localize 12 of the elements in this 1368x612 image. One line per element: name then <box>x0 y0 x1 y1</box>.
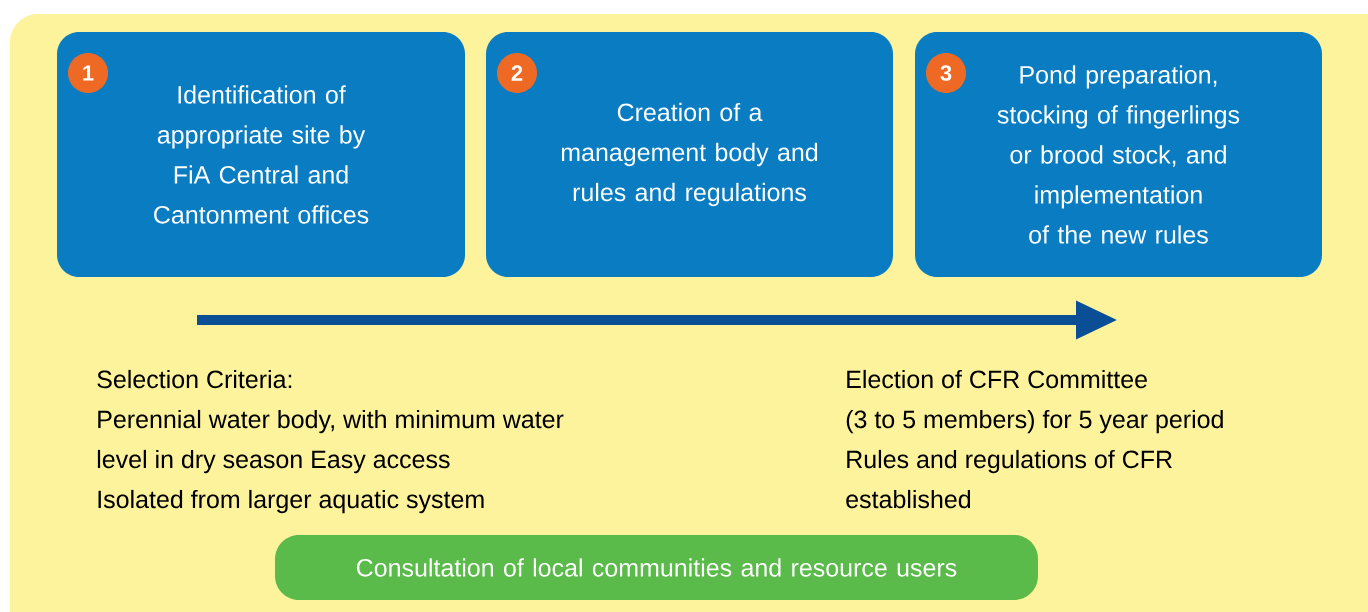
number-badge: 3 <box>926 53 966 93</box>
note-text: Perennial water body, with minimum water <box>98 409 564 434</box>
note-text: Rules and regulations of CFR <box>847 449 1172 474</box>
process-box: Consultation of local communities and resource users <box>275 535 1038 600</box>
note-text: established <box>846 489 971 509</box>
number-badge: 1 <box>68 53 108 93</box>
note-text: Selection Criteria: <box>97 369 292 389</box>
note-text: Isolated from larger aquatic system <box>98 489 484 514</box>
note-text: Election of CFR Committee <box>847 369 1147 389</box>
note-text: level in dry season Easy access <box>97 449 450 474</box>
number-badge: 2 <box>497 53 537 93</box>
note-text: (3 to 5 members) for 5 year period <box>846 409 1223 434</box>
